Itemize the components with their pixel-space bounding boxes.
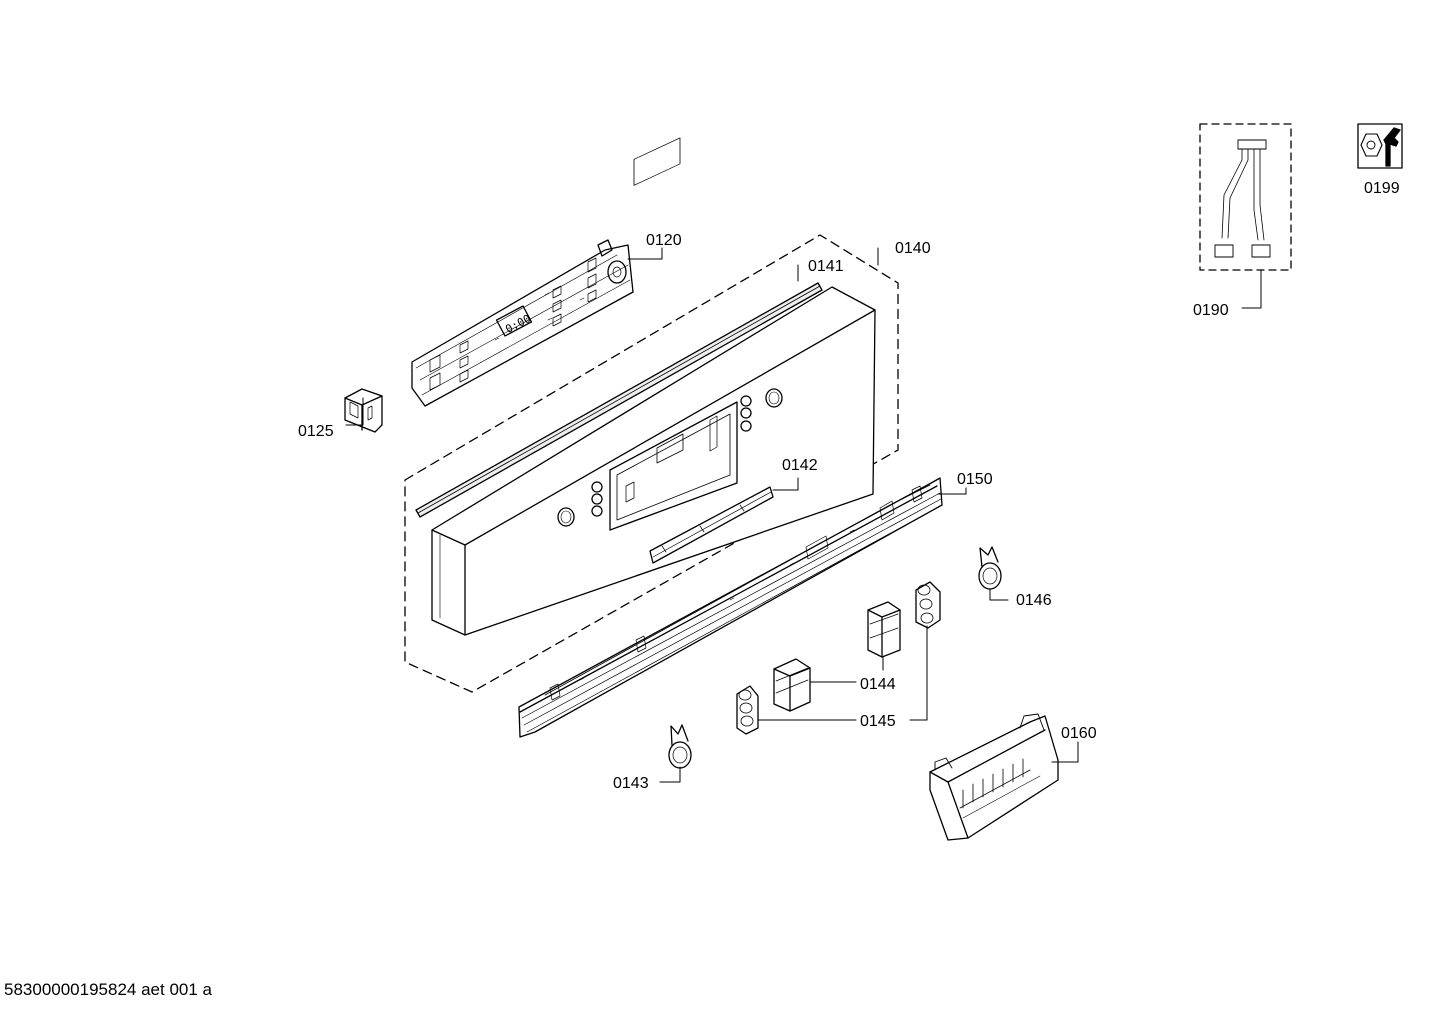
assembly-boundary-0140	[404, 234, 899, 693]
label-0160: 0160	[1061, 725, 1097, 742]
part-0150-fascia-rail	[518, 477, 943, 738]
part-0146-knob	[978, 546, 1002, 590]
part-0143-knob	[668, 724, 692, 769]
service-wrench-icon	[1357, 123, 1403, 169]
label-0140: 0140	[895, 240, 931, 257]
label-0144: 0144	[860, 676, 896, 693]
leader-lines	[345, 247, 1262, 783]
control-panel-housing	[431, 137, 876, 636]
label-0145: 0145	[860, 713, 896, 730]
label-0142: 0142	[782, 457, 818, 474]
document-footer-id: 58300000195824 aet 001 a	[4, 980, 212, 999]
label-0199: 0199	[1364, 180, 1400, 197]
part-0120-control-module	[411, 239, 634, 407]
part-0144-upper-block	[867, 601, 901, 658]
part-0145-lower-clip	[736, 685, 759, 735]
label-0120: 0120	[646, 232, 682, 249]
label-0150: 0150	[957, 471, 993, 488]
label-0143: 0143	[613, 775, 649, 792]
position-labels: 0120 0125 0140 0141 0142 0143 0144 0145 …	[298, 180, 1400, 792]
part-0144-lower-block	[773, 658, 811, 712]
part-0145-upper-clip	[915, 581, 941, 629]
label-0125: 0125	[298, 423, 334, 440]
part-0190-wire-harness	[1199, 123, 1292, 271]
part-0142-cover-strip	[649, 486, 774, 564]
part-0160-bracket	[929, 713, 1059, 841]
part-0141-trim-strip	[415, 282, 823, 518]
label-0141: 0141	[808, 258, 844, 275]
label-0190: 0190	[1193, 302, 1229, 319]
label-0146: 0146	[1016, 592, 1052, 609]
